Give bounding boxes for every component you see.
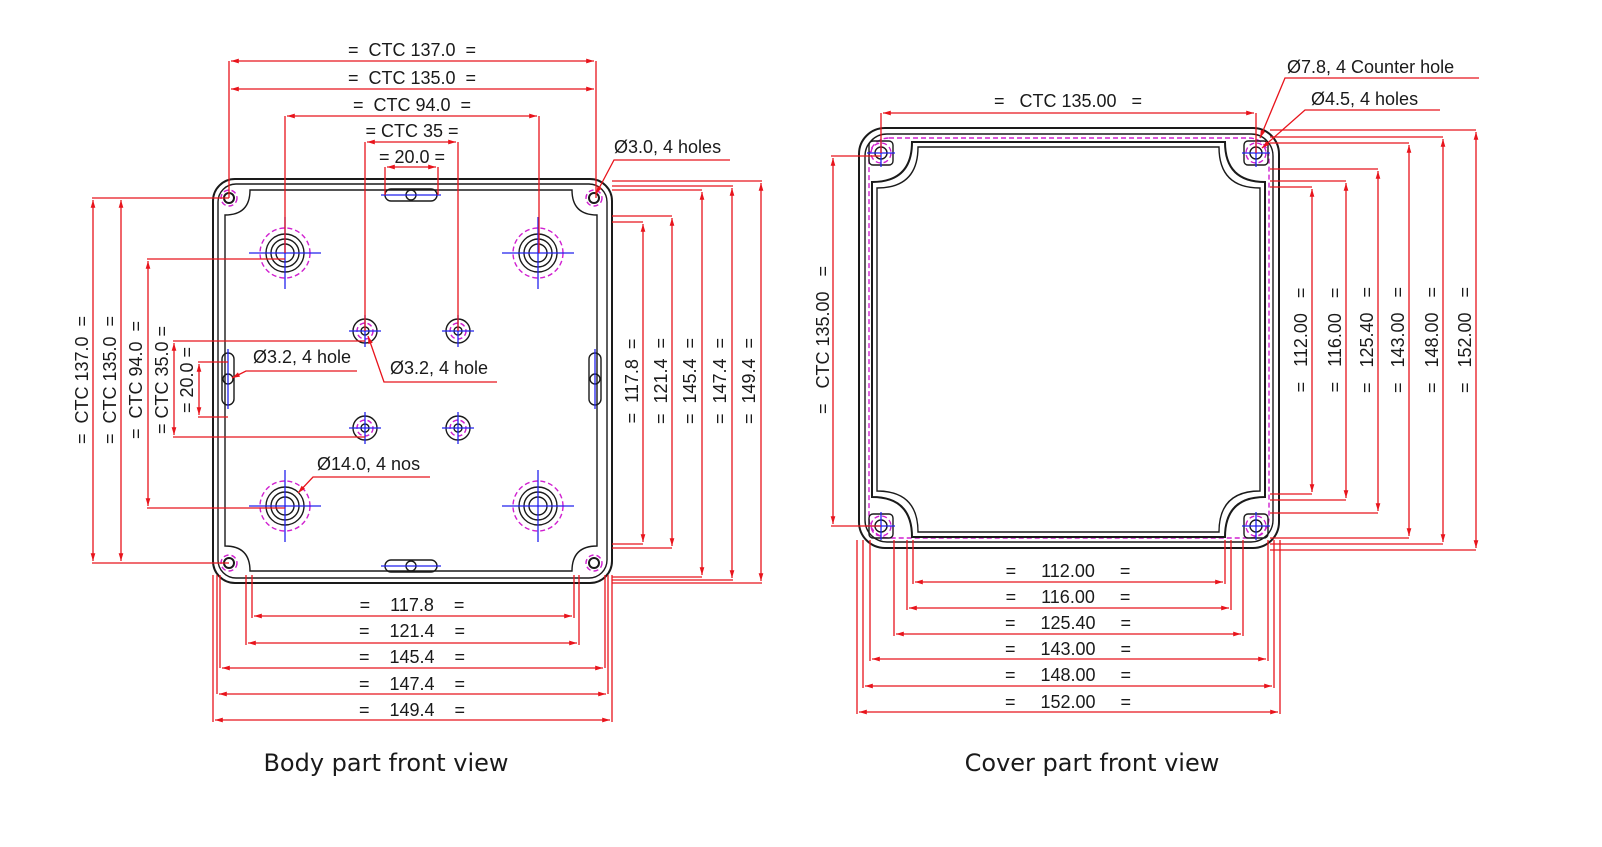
cover-dim-bottom-148: = 148.00 = <box>1005 665 1131 685</box>
body-large-bosses <box>249 217 574 542</box>
cover-dim-bottom-152: = 152.00 = <box>1005 692 1131 712</box>
callout-d3-2-boss-hole: Ø3.2, 4 hole <box>390 358 488 378</box>
cover-view-caption: Cover part front view <box>965 749 1220 777</box>
corner-hole-icon <box>585 554 603 572</box>
body-dim-bottom-149-4: = 149.4 = <box>359 700 465 720</box>
body-part-front-view: = CTC 137.0 = = CTC 135.0 = = CTC 94.0 =… <box>72 40 764 777</box>
body-dim-top-94: = CTC 94.0 = <box>353 95 471 115</box>
body-dim-left-35: = CTC 35.0 = <box>152 326 172 434</box>
body-dim-right-145-4: = 145.4 = <box>680 338 700 424</box>
cover-dim-bottom-112: = 112.00 = <box>1006 561 1131 581</box>
cover-dim-right-116: = 116.00 = <box>1325 288 1345 393</box>
body-dim-bottom-147-4: = 147.4 = <box>359 674 465 694</box>
body-dim-right-121-4: = 121.4 = <box>651 338 671 424</box>
cover-top-dimension-lines <box>880 110 1257 153</box>
body-dim-top-137: = CTC 137.0 = <box>348 40 476 60</box>
cover-dim-left-135: = CTC 135.00 = <box>813 266 833 414</box>
callout-d3-2-slot-hole: Ø3.2, 4 hole <box>253 347 351 367</box>
boss-icon <box>502 217 574 289</box>
body-dim-top-35: = CTC 35 = <box>365 121 458 141</box>
body-mounting-slots <box>221 188 602 573</box>
callout-d14-bosses: Ø14.0, 4 nos <box>317 454 420 474</box>
body-view-caption: Body part front view <box>263 749 508 777</box>
body-dim-left-94: = CTC 94.0 = <box>126 321 146 439</box>
callout-d3-0-holes: Ø3.0, 4 holes <box>614 137 721 157</box>
body-dim-right-147-4: = 147.4 = <box>710 338 730 424</box>
counter-hole-icon <box>1242 512 1270 540</box>
cover-outline <box>858 127 1280 549</box>
body-dim-bottom-145-4: = 145.4 = <box>359 647 465 667</box>
body-dim-right-117-8: = 117.8 = <box>622 339 642 424</box>
body-dim-top-20: = 20.0 = <box>379 147 445 167</box>
body-dim-left-135: = CTC 135.0 = <box>100 316 120 444</box>
cover-dim-bottom-143: = 143.00 = <box>1005 639 1131 659</box>
cover-right-dimension-lines <box>1270 129 1479 551</box>
body-dim-bottom-121-4: = 121.4 = <box>359 621 465 641</box>
slot-top-icon <box>381 188 441 202</box>
body-dim-top-135: = CTC 135.0 = <box>348 68 476 88</box>
cover-dim-top-135: = CTC 135.00 = <box>994 91 1142 111</box>
body-bottom-dimension-lines <box>212 575 613 723</box>
cover-dim-right-112: = 112.00 = <box>1291 288 1311 393</box>
slot-left-icon <box>221 349 235 409</box>
body-dim-bottom-117-8: = 117.8 = <box>360 595 465 615</box>
cover-dim-bottom-116: = 116.00 = <box>1006 587 1131 607</box>
cover-dim-right-125-4: = 125.40 = <box>1357 287 1377 393</box>
body-small-bosses <box>349 315 474 444</box>
body-top-dimension-lines <box>228 58 597 331</box>
cover-part-front-view: = CTC 135.00 = = CTC 135.00 = = 112.00 =… <box>813 57 1479 777</box>
boss-icon <box>249 470 321 542</box>
cover-left-dimension-lines <box>830 155 881 527</box>
body-right-dimension-lines <box>612 180 764 584</box>
corner-hole-icon <box>585 189 603 207</box>
body-dim-left-20: = 20.0 = <box>177 347 197 413</box>
callout-d4-5-holes: Ø4.5, 4 holes <box>1311 89 1418 109</box>
body-dim-right-149-4: = 149.4 = <box>739 338 759 424</box>
body-dim-left-137: = CTC 137.0 = <box>72 316 92 444</box>
small-boss-icon <box>349 412 381 444</box>
cover-dim-bottom-125-4: = 125.40 = <box>1005 613 1131 633</box>
small-boss-icon <box>442 412 474 444</box>
cover-dim-right-152: = 152.00 = <box>1455 287 1475 393</box>
cover-callout-leaders <box>1259 77 1479 149</box>
slot-bottom-icon <box>381 559 441 573</box>
slot-right-icon <box>588 349 602 409</box>
cover-dim-right-148: = 148.00 = <box>1422 287 1442 393</box>
cover-dim-right-143: = 143.00 = <box>1388 287 1408 393</box>
callout-d7-8-counter-hole: Ø7.8, 4 Counter hole <box>1287 57 1454 77</box>
body-left-dimension-lines <box>90 197 365 564</box>
body-outline <box>212 178 613 584</box>
cover-bottom-dimension-lines <box>856 540 1281 715</box>
body-callout-leaders <box>231 159 730 494</box>
boss-icon <box>502 470 574 542</box>
cover-counter-holes <box>867 139 1270 540</box>
